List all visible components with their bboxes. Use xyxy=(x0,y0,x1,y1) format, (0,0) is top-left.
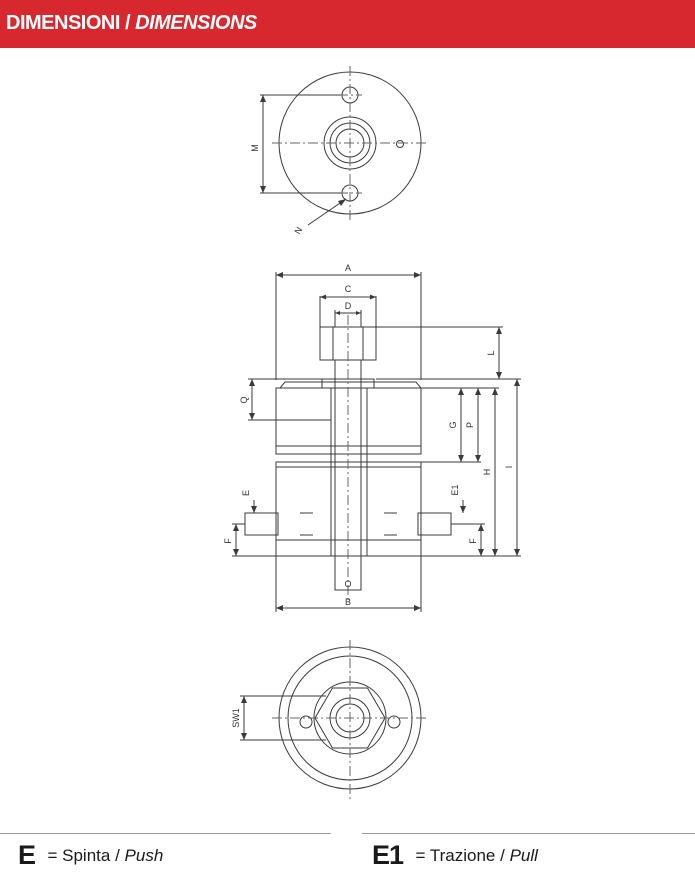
section-header: DIMENSIONI / DIMENSIONS xyxy=(0,0,695,48)
label-I: I xyxy=(504,466,514,469)
legend-push: E = Spinta / Push xyxy=(18,840,163,876)
title-separator: / xyxy=(124,12,131,34)
side-view xyxy=(232,272,521,612)
label-O: O xyxy=(344,579,351,589)
label-D: D xyxy=(345,301,352,311)
label-B: B xyxy=(345,597,351,607)
legend-pull-text: = Trazione / Pull xyxy=(415,845,538,865)
label-M: M xyxy=(250,144,260,152)
label-H: H xyxy=(482,469,492,476)
label-E: E xyxy=(241,490,251,496)
legend-divider-left xyxy=(0,833,331,834)
label-P: P xyxy=(465,422,475,428)
label-A: A xyxy=(345,263,351,273)
legend-pull-symbol: E1 xyxy=(372,840,404,870)
dimension-drawing: M N A C D B O L I H P G Q E E1 F F SW1 xyxy=(223,66,521,800)
title-italian: DIMENSIONI xyxy=(6,12,120,34)
legend-pull: E1 = Trazione / Pull xyxy=(372,840,538,876)
bottom-view xyxy=(240,640,428,800)
section-title: DIMENSIONI / DIMENSIONS xyxy=(6,12,257,35)
label-G: G xyxy=(448,421,458,428)
legend-divider-right xyxy=(362,833,695,834)
label-SW1: SW1 xyxy=(231,708,241,728)
label-Q: Q xyxy=(239,396,249,403)
label-N: N xyxy=(292,225,304,236)
legend-push-symbol: E xyxy=(18,840,36,870)
label-F-left: F xyxy=(223,538,233,544)
legend-push-text: = Spinta / Push xyxy=(47,845,164,865)
title-english: DIMENSIONS xyxy=(135,12,257,34)
label-L: L xyxy=(486,350,496,355)
top-view xyxy=(260,66,428,226)
label-F-right: F xyxy=(468,538,478,544)
label-C: C xyxy=(345,284,352,294)
label-E1: E1 xyxy=(450,484,460,495)
